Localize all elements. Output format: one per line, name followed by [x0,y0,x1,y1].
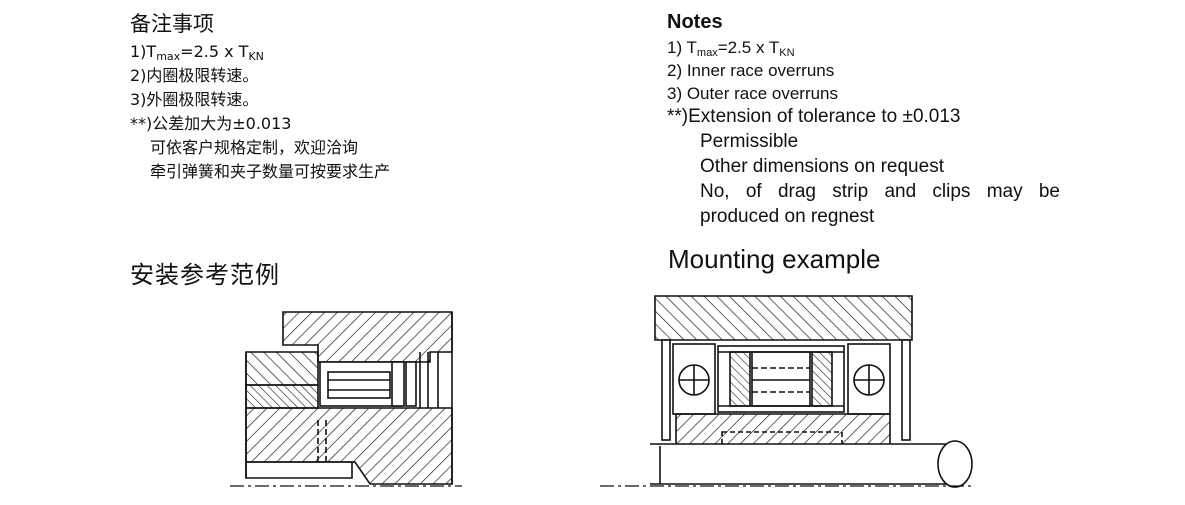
mounting-drawing-right [600,295,975,488]
note-8-en: produced on regnest [700,206,875,227]
note-1-cn: 1)Tmax=2.5 x TKN [130,42,264,63]
note-6-cn: 牵引弹簧和夹子数量可按要求生产 [150,162,391,181]
notes-english: Notes 1) Tmax=2.5 x TKN 2) Inner race ov… [667,10,1067,229]
note-2-cn: 2)内圈极限转速。 [130,66,259,85]
note-4-en: **)Extension of tolerance to ±0.013 [667,106,961,127]
note-1-en: 1) Tmax=2.5 x TKN [667,38,795,59]
note-3-cn: 3)外圈极限转速。 [130,90,259,109]
note-7-word: clips [932,181,971,202]
mounting-title-cn: 安装参考范例 [130,261,280,289]
mounting-title-en: Mounting example [668,244,881,274]
note-7-word: may [986,181,1023,202]
note-2-en: 2) Inner race overruns [667,61,835,80]
note-3-en: 3) Outer race overruns [667,84,839,103]
note-4-cn: **)公差加大为±0.013 [130,114,292,133]
note-5-en: Permissible [700,131,799,152]
notes-title-en: Notes [667,11,723,33]
note-7-word: of [745,181,762,202]
mounting-drawing-left [230,311,462,487]
notes-chinese: 备注事项 1)Tmax=2.5 x TKN 2)内圈极限转速。 3)外圈极限转速… [130,10,570,184]
note-7-word: and [884,181,917,202]
note-7-word: strip [832,181,869,202]
note-7-word: drag [777,181,816,202]
notes-title-cn: 备注事项 [130,12,214,36]
note-5-cn: 可依客户规格定制，欢迎洽询 [150,138,359,157]
note-7-word: be [1038,181,1060,202]
note-6-en: Other dimensions on request [700,156,944,177]
note-7-word: No, [700,181,730,202]
